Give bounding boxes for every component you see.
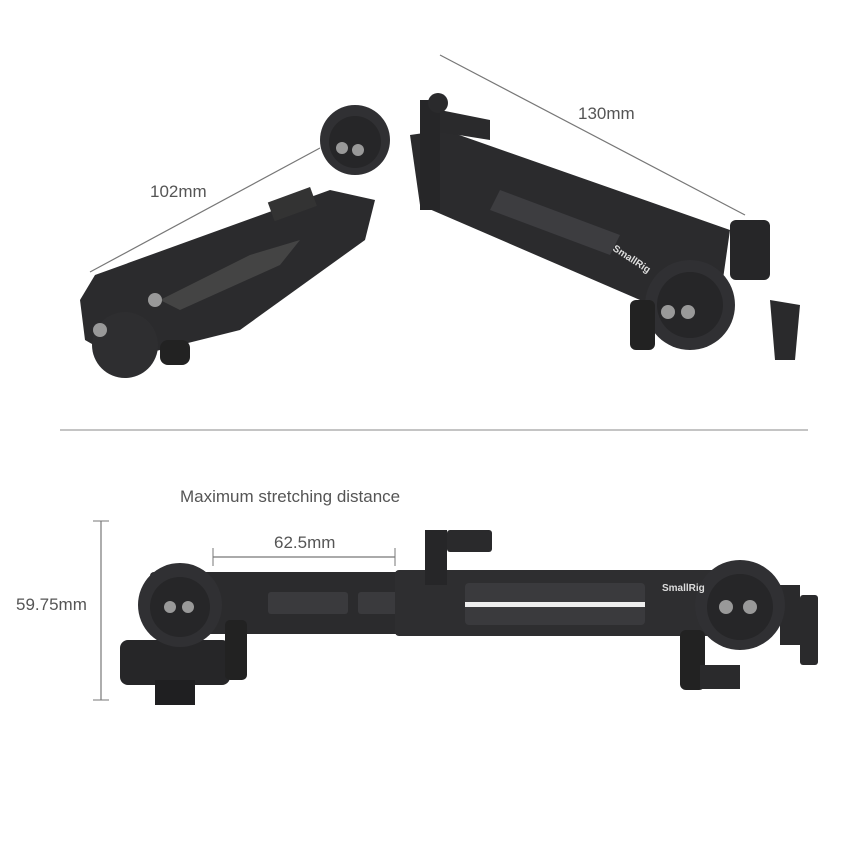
dimension-label-102: 102mm (150, 182, 207, 201)
dimension-label-59-75: 59.75mm (16, 595, 87, 614)
base-mount (92, 312, 158, 378)
top-arm-assembly: SmallRig (80, 93, 800, 378)
dim-line-130 (439, 54, 746, 216)
dimension-label-130: 130mm (578, 104, 635, 123)
top-knob-bottom (447, 530, 492, 552)
dimension-label-62-5: 62.5mm (274, 533, 336, 552)
bottom-arm-assembly: SmallRig (120, 530, 818, 705)
long-arm (410, 130, 730, 300)
top-knob (440, 110, 490, 140)
side-knob (770, 300, 800, 360)
caption-max-stretch: Maximum stretching distance (180, 487, 401, 506)
dim-line-102 (89, 147, 321, 273)
brand-logo-bottom: SmallRig (662, 583, 705, 594)
